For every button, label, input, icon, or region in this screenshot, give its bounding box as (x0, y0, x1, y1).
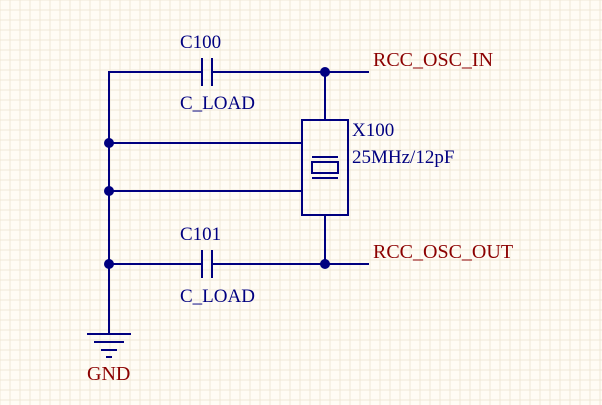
crystal-x100[interactable] (301, 119, 349, 216)
junction-dot (320, 67, 330, 77)
capacitor-c100[interactable] (201, 58, 213, 86)
net-label-gnd[interactable]: GND (87, 363, 130, 385)
junction-dot (320, 259, 330, 269)
net-label-osc-out[interactable]: RCC_OSC_OUT (373, 241, 513, 263)
net-label-osc-in[interactable]: RCC_OSC_IN (373, 49, 493, 71)
junction-dot (104, 259, 114, 269)
crystal-body (301, 119, 349, 216)
c101-value: C_LOAD (180, 286, 255, 307)
junctions (104, 67, 330, 269)
capacitor-c101[interactable] (201, 250, 213, 278)
crystal-element (311, 161, 339, 174)
c100-designator: C100 (180, 32, 221, 53)
c101-designator: C101 (180, 224, 221, 245)
ground-symbol-icon[interactable] (87, 333, 131, 358)
junction-dot (104, 186, 114, 196)
x100-value: 25MHz/12pF (352, 147, 454, 168)
c100-value: C_LOAD (180, 93, 255, 114)
x100-designator: X100 (352, 120, 394, 141)
junction-dot (104, 138, 114, 148)
wires (108, 71, 369, 335)
